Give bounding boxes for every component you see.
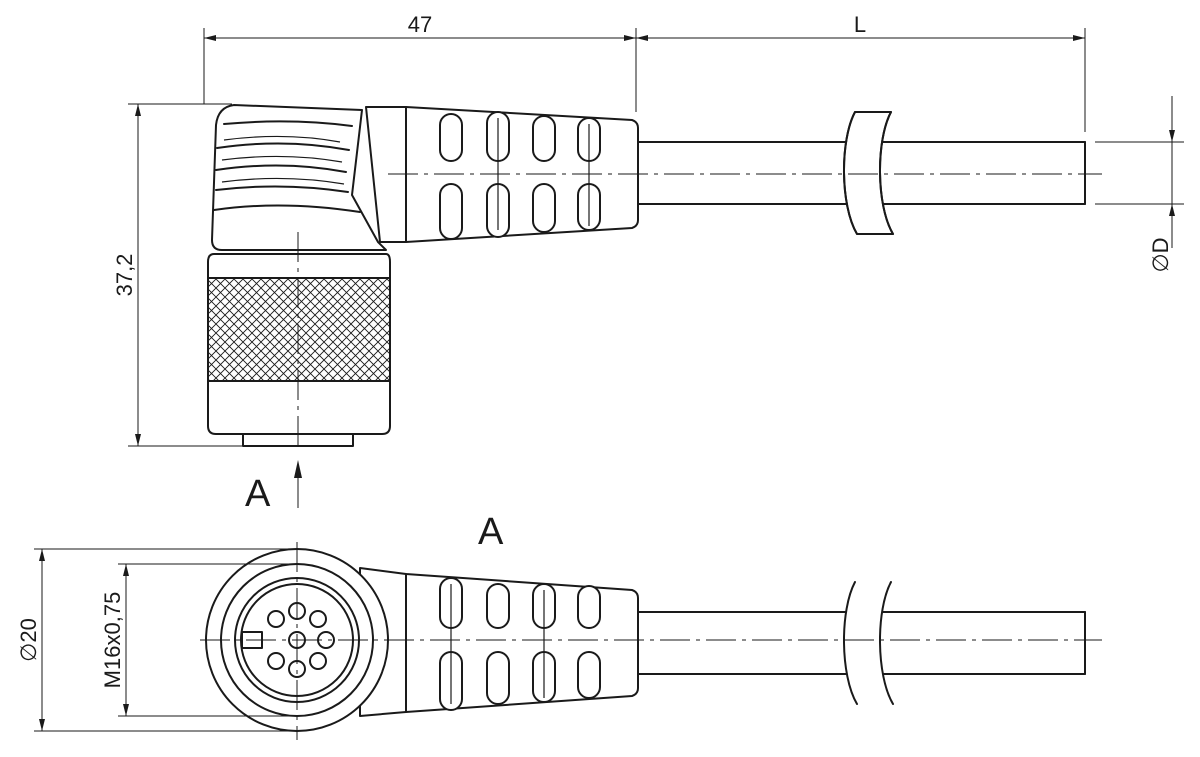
dimension-thread-label: M16x0,75 (100, 592, 125, 689)
dimension-47-label: 47 (408, 12, 432, 37)
cable-view-a (635, 581, 1086, 705)
dimensions-bottom: ∅20 M16x0,75 (16, 548, 297, 732)
dimensions-top: 47 L 37,2 ∅D (112, 12, 1184, 447)
view-arrow-label: A (245, 473, 271, 515)
cable-side (635, 111, 1086, 235)
dimension-l-label: L (854, 12, 866, 37)
strain-relief-view-a (359, 567, 639, 717)
dimension-diameter-d-label: ∅D (1148, 237, 1173, 272)
view-arrow: A (245, 460, 302, 515)
dimension-37-2-label: 37,2 (112, 254, 137, 297)
side-view: A (207, 104, 1102, 515)
view-a: A (200, 511, 1102, 740)
view-a-title: A (478, 511, 504, 553)
coupling-nut-side (207, 253, 391, 447)
dimension-diameter-20-label: ∅20 (16, 618, 41, 662)
elbow-housing-side (211, 104, 387, 251)
